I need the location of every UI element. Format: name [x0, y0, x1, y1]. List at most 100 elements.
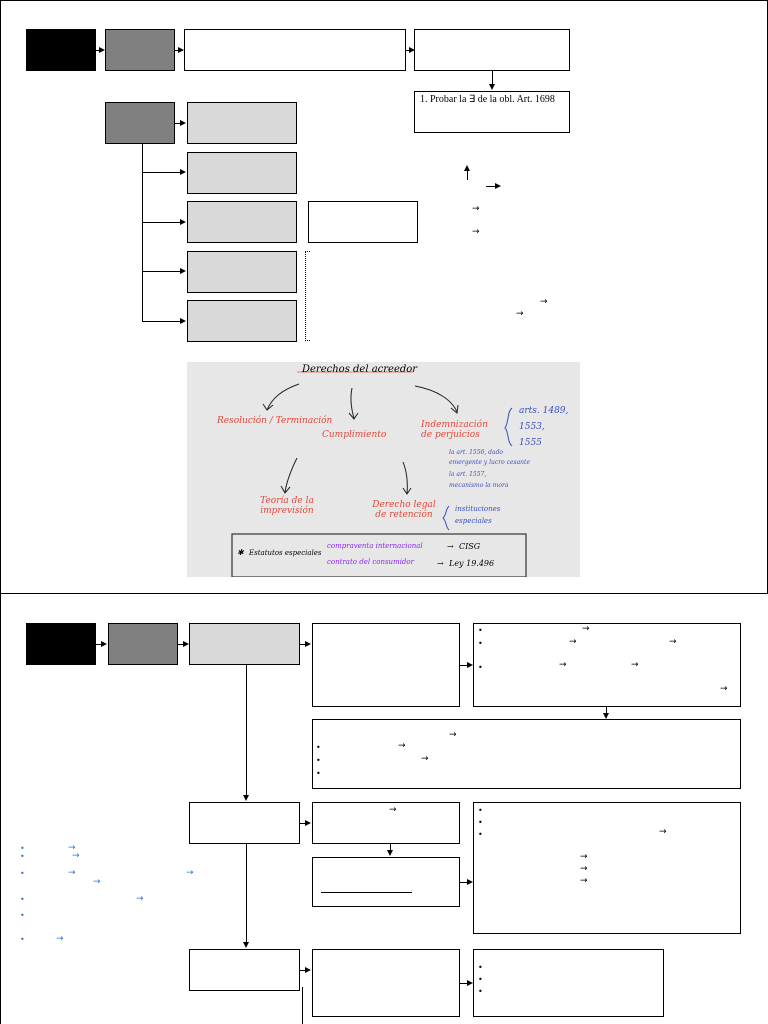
- arrow-right-icon: →: [580, 876, 588, 886]
- definition-box: [184, 29, 406, 71]
- right-box-3: [187, 201, 297, 243]
- note-branch-indemnizacion: Indemnización de perjuicios: [421, 420, 488, 440]
- right-box-1: [187, 102, 297, 144]
- arrow-down-icon: [243, 942, 249, 948]
- note-line-1-target: CISG: [459, 542, 481, 551]
- arrow-right-icon: [180, 219, 186, 225]
- arrow-right-icon: →: [389, 805, 397, 815]
- arrow-right-icon: [409, 47, 415, 53]
- note-blue-1: la art. 1556, dado: [449, 449, 504, 456]
- burden-detail-box: 1. Probar la ∃ de la obl. Art. 1698: [414, 91, 570, 133]
- arrow-right-icon: [467, 662, 473, 668]
- note-star-icon: ✱: [237, 548, 244, 557]
- arrow-down-icon: [603, 713, 609, 719]
- arrow-right-icon: →: [540, 297, 548, 307]
- arrow-right-icon: →: [68, 843, 76, 853]
- bullet-icon: •: [478, 987, 483, 996]
- note-sub-imprevision: Teoría de la imprevisión: [260, 496, 314, 516]
- requirements-detail-box: • → • → → • → → →: [473, 623, 741, 707]
- effects-detail-box: →: [312, 802, 460, 844]
- burden-box: [414, 29, 570, 71]
- burden-detail-text: 1. Probar la ∃ de la obl. Art. 1698: [420, 94, 555, 105]
- arrow-right-icon: [467, 980, 473, 986]
- arrow-right-icon: →: [559, 660, 567, 670]
- note-retention-2: especiales: [455, 517, 492, 525]
- right-box-5: [187, 300, 297, 342]
- arrow-right-icon: →: [421, 754, 429, 764]
- note-branch-cumplimiento: Cumplimiento: [322, 430, 387, 440]
- bullet-icon: •: [316, 743, 321, 752]
- handwritten-note-image: Derechos del acreedor Resolución / Termi…: [187, 362, 580, 577]
- bracket: [305, 251, 310, 341]
- arrow-right-icon: [178, 47, 184, 53]
- bullet-icon: •: [20, 911, 25, 920]
- note-arrows: [231, 371, 527, 577]
- arrow-right-icon: →: [659, 827, 667, 837]
- bullet-icon: •: [316, 769, 321, 778]
- arrow-down-icon: [387, 850, 393, 856]
- arrow-right-icon: →: [720, 684, 728, 694]
- branch-connector: [142, 144, 143, 321]
- arrow-down-icon: [489, 84, 495, 90]
- bullet-icon: •: [478, 830, 483, 839]
- root-box: [26, 29, 96, 71]
- trunk-connector: [246, 665, 247, 796]
- note-star-label: Estatutos especiales: [249, 549, 322, 557]
- note-retention-1: instituciones: [455, 505, 501, 513]
- arrow-right-icon: →: [669, 637, 677, 647]
- effects-box: [189, 802, 300, 844]
- arrow-right-icon: →: [516, 309, 524, 319]
- arrow-right-icon: →: [186, 868, 194, 878]
- wide-detail-box: → • → • → •: [312, 719, 741, 789]
- bullet-icon: •: [20, 844, 25, 853]
- bullet-icon: •: [20, 852, 25, 861]
- note-line-1-arrow: →: [447, 542, 454, 551]
- requirements-box: [312, 623, 460, 707]
- right-box-2: [187, 152, 297, 194]
- arrow-right-icon: [305, 967, 311, 973]
- topic-box: [189, 623, 300, 665]
- bullet-icon: •: [478, 975, 483, 984]
- note-title: Derechos del acreedor: [302, 364, 418, 375]
- bullet-icon: •: [478, 818, 483, 827]
- arrow-right-icon: →: [398, 741, 406, 751]
- category-box: [105, 29, 175, 71]
- arrow-right-icon: →: [631, 660, 639, 670]
- arrow-right-icon: [183, 641, 189, 647]
- arrow-right-icon: [180, 169, 186, 175]
- bottom-panel: [0, 593, 768, 1024]
- rights-box: [105, 102, 175, 144]
- side-note-box: [308, 201, 418, 243]
- arrow-right-icon: →: [72, 851, 80, 861]
- bullet-icon: •: [478, 806, 483, 815]
- arrow-right-icon: →: [472, 227, 480, 237]
- bullet-icon: •: [478, 663, 483, 672]
- arrow-right-icon: →: [449, 730, 457, 740]
- note-article-2: 1553,: [519, 422, 545, 432]
- effects-list-box: • • • → → → →: [473, 802, 741, 934]
- bullet-icon: •: [478, 639, 483, 648]
- remedies-box: [189, 949, 300, 991]
- effects-sub-box: [312, 857, 460, 907]
- arrow-right-icon: →: [136, 894, 144, 904]
- category-box-2: [108, 623, 178, 665]
- right-box-4: [187, 251, 297, 293]
- note-blue-3: la art. 1557,: [449, 471, 487, 478]
- note-line-2: contrato del consumidor: [327, 558, 414, 566]
- underline: [321, 892, 412, 893]
- arrow-right-icon: [180, 268, 186, 274]
- note-blue-2: emergente y lucro cesante: [449, 459, 531, 466]
- arrow-right-icon: [305, 820, 311, 826]
- bullet-icon: •: [20, 935, 25, 944]
- section-divider: [0, 593, 768, 594]
- bullet-icon: •: [316, 756, 321, 765]
- note-branch-resolucion: Resolución / Terminación: [217, 416, 333, 426]
- arrow-right-icon: →: [582, 624, 590, 634]
- arrow-down-icon: [243, 795, 249, 801]
- remedies-detail-box: [312, 949, 460, 1017]
- note-blue-4: mecanismo la mora: [449, 482, 509, 489]
- note-line-2-arrow: →: [437, 559, 444, 568]
- arrow-right-icon: →: [93, 877, 101, 887]
- note-article-1: arts. 1489,: [519, 406, 569, 416]
- arrow-up-icon: [464, 165, 470, 171]
